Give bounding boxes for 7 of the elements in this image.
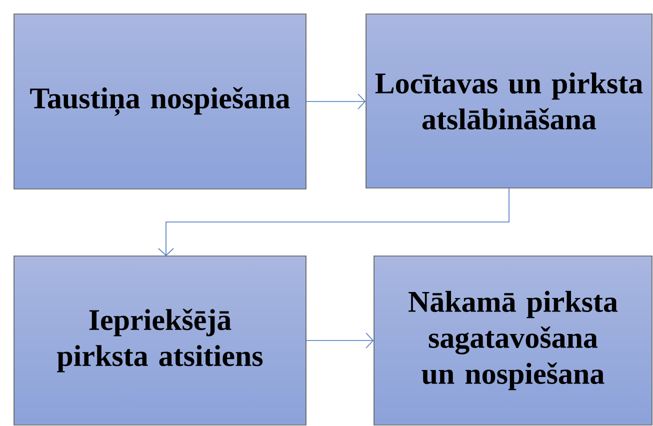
arrow [158,188,510,256]
arrow [306,332,374,348]
process-box: Locītavas un pirksta atslābināšana [366,14,652,188]
arrow [306,94,366,110]
process-box: Iepriekšējā pirksta atsitiens [14,256,306,426]
process-box: Taustiņa nospiešana [14,14,306,190]
process-box: Nākamā pirksta sagatavošana un nospiešana [374,256,652,426]
